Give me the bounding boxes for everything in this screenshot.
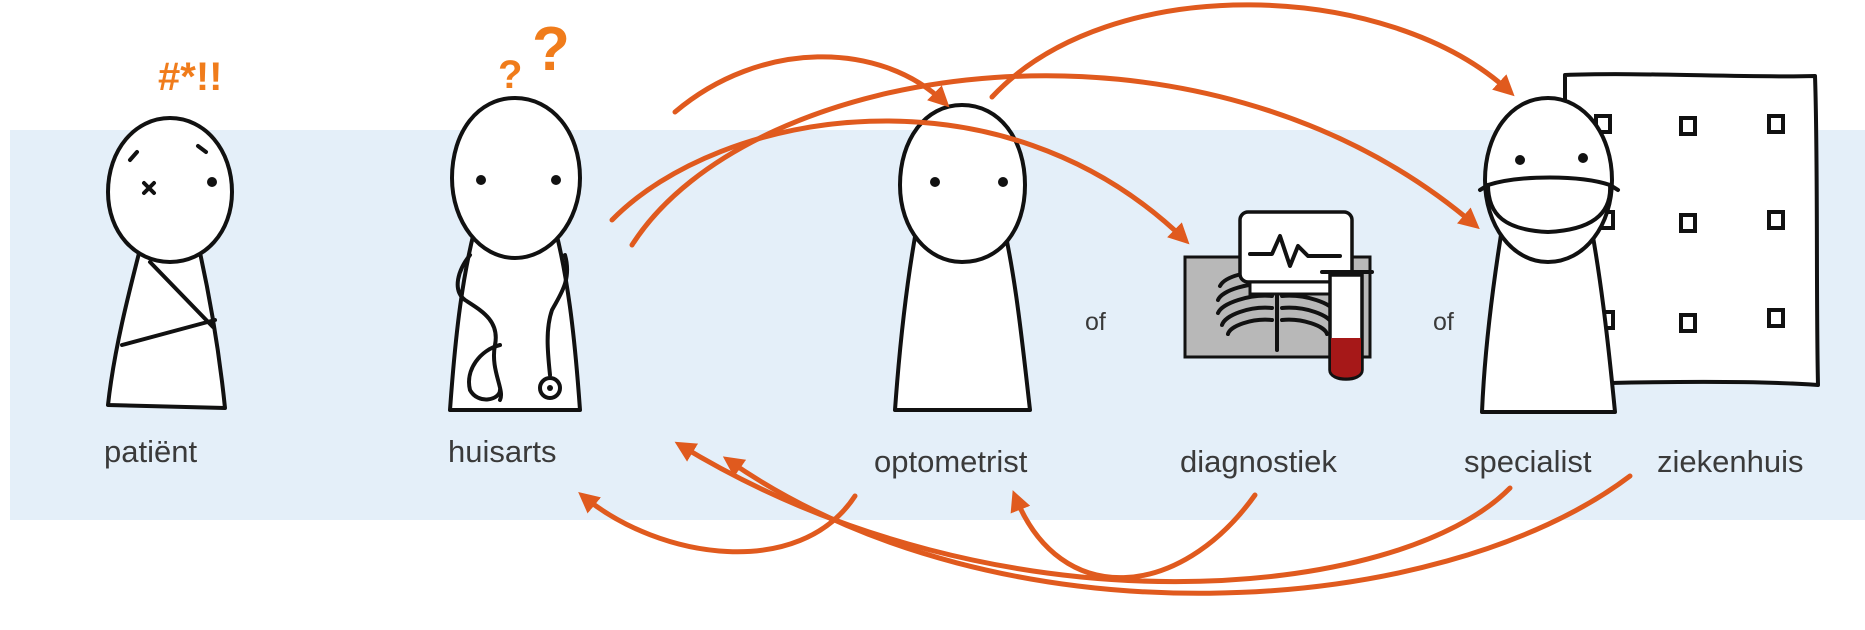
ziekenhuis-label: ziekenhuis: [1657, 444, 1803, 479]
optometrist-figure: [893, 103, 1032, 412]
patient-label: patiënt: [104, 434, 197, 469]
arrow-specialist-back: [674, 441, 1513, 585]
diagnostiek-illustration: [1183, 210, 1374, 381]
specialist-label: specialist: [1464, 444, 1592, 479]
ziekenhuis-building: [1563, 72, 1820, 387]
test-tube-icon: [1320, 270, 1374, 381]
specialist-figure: [1478, 96, 1620, 414]
huisarts-question-small: ?: [498, 53, 522, 97]
huisarts-question-big: ?: [532, 15, 570, 84]
diagnostiek-label: diagnostiek: [1180, 444, 1337, 479]
arrow-to-optometrist: [672, 54, 950, 115]
arrow-to-specialist: [629, 73, 1480, 248]
referral-arrows: [578, 2, 1633, 596]
huisarts-figure: [448, 96, 582, 412]
optometrist-label: optometrist: [874, 444, 1028, 479]
monitor-icon: [1238, 210, 1354, 296]
arrow-diagnostiek-back: [1010, 490, 1258, 581]
arrow-optometrist-to-specialist: [989, 2, 1515, 100]
of-connector-2: of: [1433, 308, 1454, 336]
patient-figure: [106, 116, 234, 410]
of-connector-1: of: [1085, 308, 1106, 336]
arrow-optometrist-back: [578, 491, 858, 555]
arrow-to-diagnostiek: [609, 118, 1190, 245]
surgical-mask: [1485, 175, 1613, 235]
patient-exclaim-text: #*!!: [158, 55, 222, 99]
arrow-ziekenhuis-back: [722, 456, 1633, 596]
huisarts-label: huisarts: [448, 434, 557, 469]
building-window-icons: [1594, 114, 1785, 333]
